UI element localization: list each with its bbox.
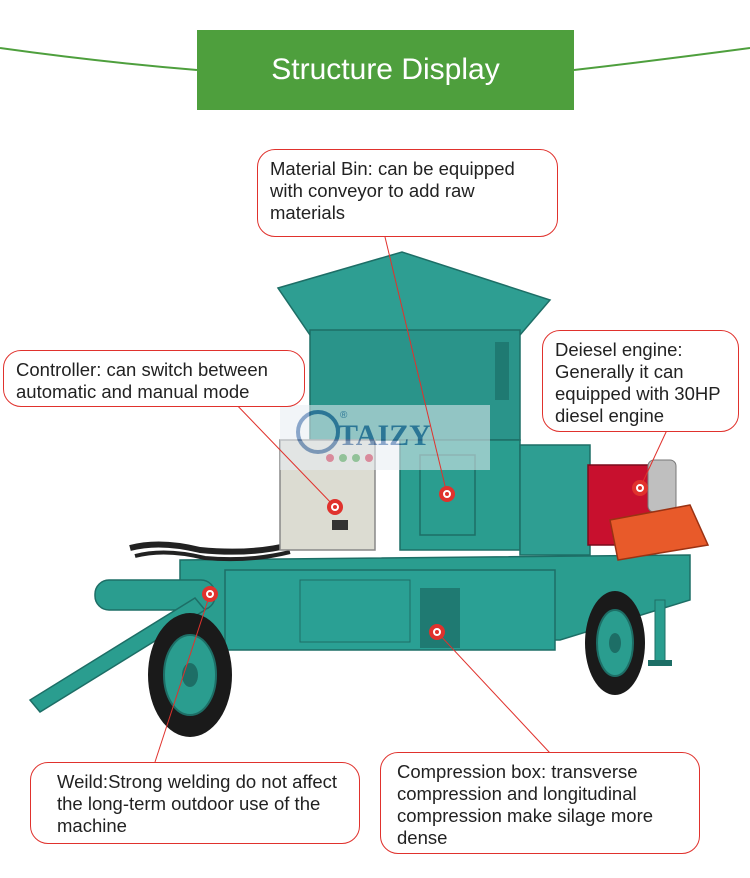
leader-lines bbox=[154, 236, 668, 763]
callout-weld-text: Weild:Strong welding do not affect the l… bbox=[57, 771, 338, 836]
logo-text: TAIZY bbox=[338, 419, 431, 452]
callout-weld: Weild:Strong welding do not affect the l… bbox=[30, 762, 360, 844]
page-title: Structure Display bbox=[197, 30, 574, 110]
material-bin-marker bbox=[439, 486, 455, 502]
compression-chamber bbox=[224, 569, 556, 651]
page-title-text: Structure Display bbox=[271, 53, 500, 86]
controller-marker bbox=[327, 499, 343, 515]
callout-material-bin-text: Material Bin: can be equipped with conve… bbox=[270, 158, 515, 223]
hydraulic-box bbox=[519, 444, 591, 556]
engine-marker bbox=[632, 480, 648, 496]
jack-stand bbox=[654, 599, 666, 663]
compression-box-marker bbox=[429, 624, 445, 640]
callout-engine: Deiesel engine: Generally it can equippe… bbox=[542, 330, 739, 432]
callout-compression-box: Compression box: transverse compression … bbox=[380, 752, 700, 854]
weld-marker bbox=[202, 586, 218, 602]
callout-engine-text: Deiesel engine: Generally it can equippe… bbox=[555, 339, 721, 426]
registered-mark: ® bbox=[340, 410, 348, 421]
callout-controller: Controller: can switch between automatic… bbox=[3, 350, 305, 407]
material-bin-hopper bbox=[276, 251, 552, 336]
brand-watermark: TAIZY ® bbox=[280, 405, 490, 470]
left-wheel bbox=[148, 613, 232, 737]
callout-material-bin: Material Bin: can be equipped with conve… bbox=[257, 149, 558, 237]
right-wheel bbox=[585, 591, 645, 695]
callout-compression-box-text: Compression box: transverse compression … bbox=[397, 761, 654, 848]
header-decoration bbox=[0, 47, 750, 71]
callout-controller-text: Controller: can switch between automatic… bbox=[16, 359, 268, 402]
belt-cover bbox=[609, 504, 710, 561]
